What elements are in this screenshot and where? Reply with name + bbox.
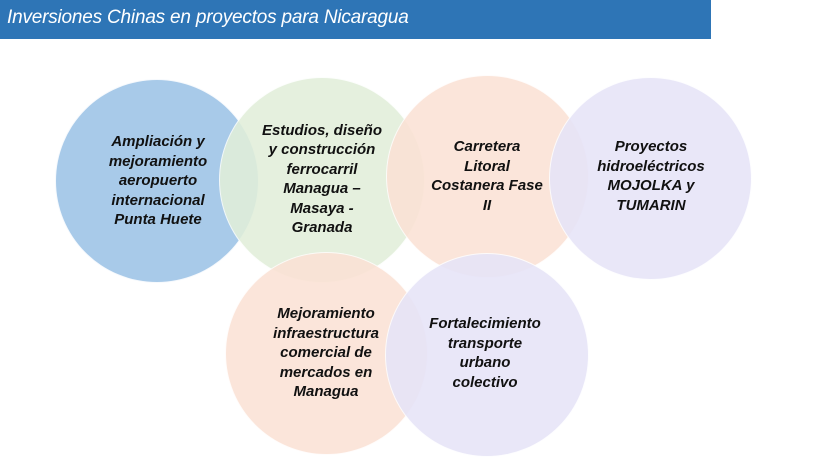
label-hidroelectricos: Proyectos hidroeléctricos MOJOLKA y TUMA… — [597, 138, 705, 214]
label-transporte: Fortalecimiento transporte urbano colect… — [429, 315, 541, 391]
label-ferrocarril: Estudios, diseño y construcción ferrocar… — [261, 121, 382, 237]
circle-transporte — [385, 253, 589, 457]
title-banner: Inversiones Chinas en proyectos para Nic… — [0, 0, 711, 39]
label-mercados: Mejoramiento infraestructura comercial d… — [273, 305, 379, 401]
label-aeropuerto: Ampliación y mejoramiento aeropuerto int… — [108, 133, 208, 229]
label-carretera: Carretera Litoral Costanera Fase II — [431, 138, 543, 214]
page-title: Inversiones Chinas en proyectos para Nic… — [7, 7, 409, 28]
circle-hidroelectricos — [549, 77, 752, 280]
